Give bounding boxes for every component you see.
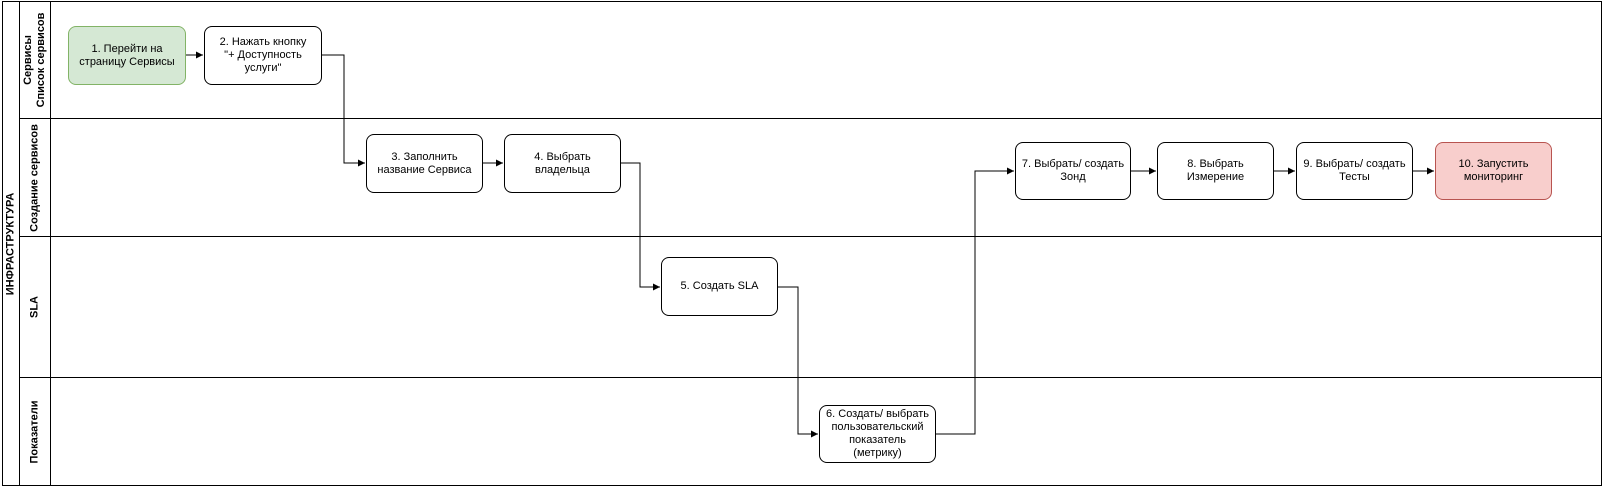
step-7-box[interactable]: 7. Выбрать/ создать Зонд	[1015, 142, 1131, 200]
step-8-box[interactable]: 8. Выбрать Измерение	[1157, 142, 1274, 200]
connector-6-7	[936, 167, 1014, 435]
step-10-box[interactable]: 10. Запустить мониторинг	[1435, 142, 1552, 200]
step-5-box[interactable]: 5. Создать SLA	[661, 257, 778, 316]
step-2-box[interactable]: 2. Нажать кнопку "+ Доступность услуги"	[204, 26, 322, 85]
step-label: 2. Нажать кнопку "+ Доступность услуги"	[219, 36, 307, 74]
step-label: 5. Создать SLA	[680, 280, 759, 292]
lane-services-list: Сервисы Список сервисов	[20, 1, 1602, 119]
step-label: 6. Создать/ выбрать пользовательский пок…	[826, 408, 929, 459]
lane-header: SLA	[20, 237, 51, 377]
lane-create-services: Создание сервисов	[20, 119, 1602, 237]
lane-sla: SLA	[20, 237, 1602, 378]
step-1-box[interactable]: 1. Перейти на страницу Сервисы	[68, 26, 186, 85]
step-label: 7. Выбрать/ создать Зонд	[1021, 158, 1125, 183]
lane-metrics: Показатели	[20, 378, 1602, 486]
step-label: 3. Заполнить название Сервиса	[377, 150, 472, 176]
step-label: 9. Выбрать/ создать Тесты	[1303, 158, 1406, 183]
lane-header: Сервисы Список сервисов	[20, 1, 51, 118]
step-label: 8. Выбрать Измерение	[1186, 158, 1245, 183]
step-label: 4. Выбрать владельца	[534, 150, 591, 176]
step-6-box[interactable]: 6. Создать/ выбрать пользовательский пок…	[819, 405, 936, 463]
step-9-box[interactable]: 9. Выбрать/ создать Тесты	[1296, 142, 1413, 200]
step-label: 10. Запустить мониторинг	[1458, 158, 1529, 183]
connector-2-3	[322, 54, 365, 167]
pool-header: ИНФРАСТРУКТУРА	[2, 1, 20, 486]
step-4-box[interactable]: 4. Выбрать владельца	[504, 134, 621, 193]
step-3-box[interactable]: 3. Заполнить название Сервиса	[366, 134, 483, 193]
step-label: 1. Перейти на страницу Сервисы	[79, 42, 175, 68]
connector-4-5	[621, 162, 660, 291]
connector-5-6	[778, 286, 818, 438]
lane-header: Показатели	[20, 378, 51, 486]
lane-header: Создание сервисов	[20, 119, 51, 236]
